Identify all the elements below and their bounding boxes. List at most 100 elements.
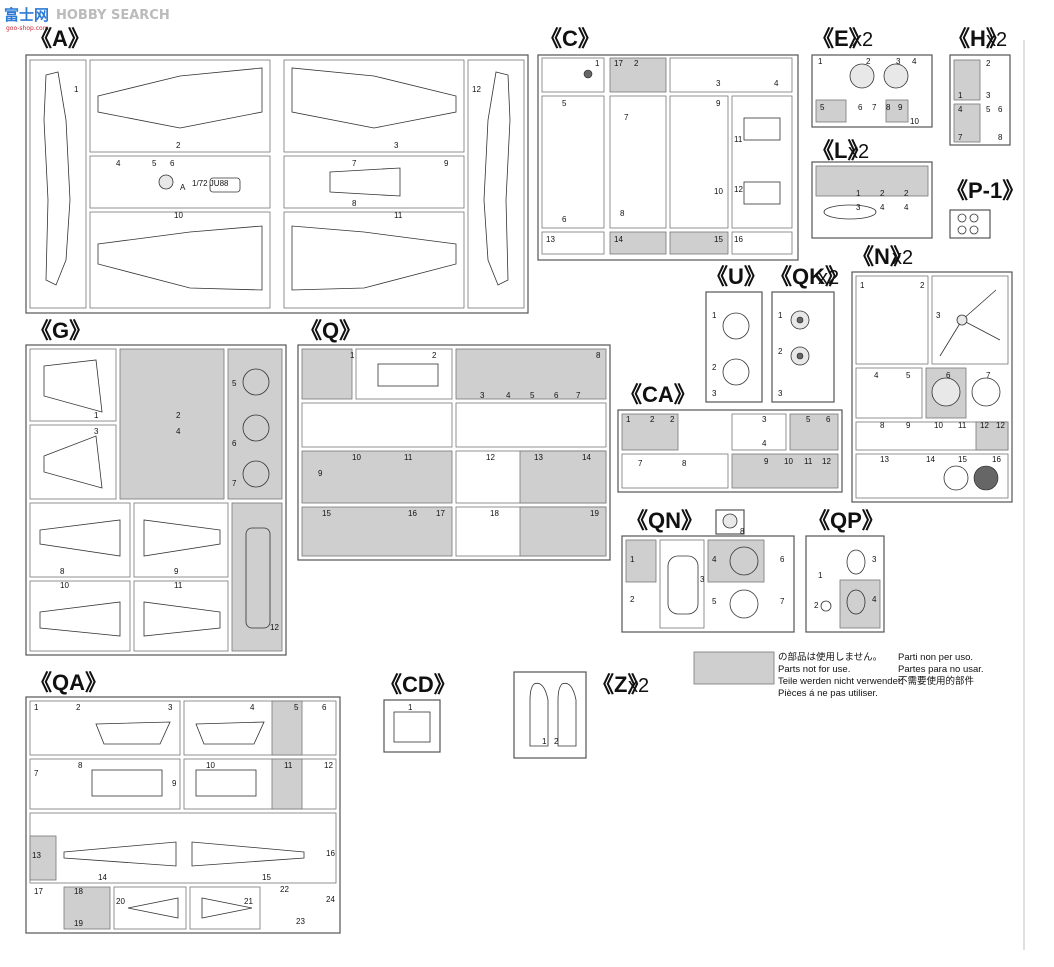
sprue-ca-title: 《CA》 xyxy=(620,382,696,407)
part-bomb xyxy=(557,682,577,747)
part-round xyxy=(583,69,593,79)
part-number: 7 xyxy=(352,159,357,168)
part-number: 24 xyxy=(326,895,335,904)
sprue-z-title: 《Z》 xyxy=(592,672,649,697)
watermark-text: HOBBY SEARCH xyxy=(56,8,170,23)
part-number: 7 xyxy=(958,133,963,142)
part-number: 1 xyxy=(542,737,547,746)
part-seat xyxy=(743,117,781,141)
sprue-g: 《G》 1 3 2 4 5 6 7 8 10 9 11 12 xyxy=(25,318,287,656)
part-tire xyxy=(943,465,969,491)
part-number: 10 xyxy=(206,761,215,770)
part-marking-a: A xyxy=(180,183,186,192)
part-number: 3 xyxy=(394,141,399,150)
part-nacelle xyxy=(195,721,265,745)
part-number: 9 xyxy=(764,457,769,466)
part-number: 1 xyxy=(408,703,413,712)
part-ring xyxy=(242,414,270,442)
part-cowling xyxy=(722,358,750,386)
sprue-qa-cell xyxy=(183,758,337,810)
sprue-ca-cell xyxy=(621,453,729,489)
part-number: 11 xyxy=(174,581,183,590)
part-number: 6 xyxy=(826,415,831,424)
sprue-p1-title: 《P-1》 xyxy=(946,178,1024,203)
part-number: 7 xyxy=(624,113,629,122)
sprue-c-cell xyxy=(609,95,667,229)
sprue-g-cell xyxy=(29,348,117,422)
sprue-ca-cell-unused xyxy=(621,413,679,451)
part-number: 14 xyxy=(98,873,107,882)
sprue-qa-cell xyxy=(113,886,187,930)
part-number: 3 xyxy=(700,575,705,584)
part-number: 20 xyxy=(116,897,125,906)
part-number: 19 xyxy=(74,919,83,928)
sprue-n-cell xyxy=(855,367,923,419)
sprue-e-cell-unused xyxy=(815,99,847,123)
part-marking: 1/72 JU88 xyxy=(192,179,229,188)
part-number: 11 xyxy=(404,453,413,462)
legend-line: 不需要使用的部件 xyxy=(898,675,975,687)
part-number: 11 xyxy=(394,211,403,220)
sprue-c-cell-unused xyxy=(609,57,667,93)
part-number: 1 xyxy=(595,59,600,68)
part-number: 6 xyxy=(322,703,327,712)
sprue-qa-cell xyxy=(189,886,261,930)
sprue-qn: 《QN》 8 1 2 3 4 5 6 7 xyxy=(621,508,795,633)
sprue-l-cell-unused xyxy=(815,165,929,197)
sprue-a-title: 《A》 xyxy=(30,26,90,51)
sprue-q-cell-unused xyxy=(519,506,607,557)
part-number: 3 xyxy=(762,415,767,424)
part-number: 3 xyxy=(168,703,173,712)
sprue-h-cell-unused xyxy=(953,59,981,101)
part-number: 3 xyxy=(856,203,861,212)
part-number: 4 xyxy=(774,79,779,88)
part-number: 11 xyxy=(958,421,967,430)
part-number: 4 xyxy=(506,391,511,400)
part-number: 2 xyxy=(176,141,181,150)
part-number: 16 xyxy=(992,455,1001,464)
sprue-ca: 《CA》 1 2 2 3 4 5 6 7 8 9 10 11 12 xyxy=(617,382,843,493)
part-number: 4 xyxy=(904,203,909,212)
part-number: 1 xyxy=(818,57,823,66)
sprue-a-cell xyxy=(283,155,465,209)
part-number: 1 xyxy=(630,555,635,564)
sprue-z-count: x2 xyxy=(628,675,649,697)
sprue-n-cell-unused xyxy=(975,421,1009,451)
part-engine xyxy=(91,769,163,797)
part-ring xyxy=(242,368,270,396)
sprue-n: 《N》 x2 1 2 3 4 5 6 7 8 9 10 11 12 12 13 … xyxy=(851,244,1013,503)
sprue-g-cell xyxy=(29,502,131,578)
part-number: 2 xyxy=(176,411,181,420)
part-number: 4 xyxy=(880,203,885,212)
part-number: 5 xyxy=(820,103,825,112)
part-number: 12 xyxy=(324,761,333,770)
part-number: 2 xyxy=(712,363,717,372)
sprue-g-title: 《G》 xyxy=(30,318,91,343)
part-ring xyxy=(971,377,1001,407)
part-number: 8 xyxy=(620,209,625,218)
part-number: 9 xyxy=(172,779,177,788)
part-number: 9 xyxy=(898,103,903,112)
part-engine xyxy=(195,769,257,797)
part-lens xyxy=(957,225,967,235)
part-lens xyxy=(820,600,832,612)
sprue-qp-cell-unused xyxy=(839,579,881,629)
sprue-qk: 《QK》 x2 1 2 3 xyxy=(770,264,847,403)
legend-line: Teile werden nicht verwendet. xyxy=(778,676,903,687)
sprue-g-cell-unused xyxy=(119,348,225,500)
part-propeller-hub xyxy=(956,314,968,326)
part-wing-lower-left xyxy=(97,225,263,291)
part-panel xyxy=(393,711,431,743)
sprue-qa-cell xyxy=(29,812,337,884)
part-number: 2 xyxy=(432,351,437,360)
part-bomb xyxy=(529,682,549,747)
part-number: 12 xyxy=(734,185,743,194)
part-number: 15 xyxy=(262,873,271,882)
legend: の部品は使用しません。 Parts not for use. Teile wer… xyxy=(693,651,984,699)
part-propeller xyxy=(939,289,1001,357)
part-number: 4 xyxy=(958,105,963,114)
part-number: 3 xyxy=(716,79,721,88)
sprue-c-cell xyxy=(669,95,729,229)
part-round xyxy=(158,174,174,190)
